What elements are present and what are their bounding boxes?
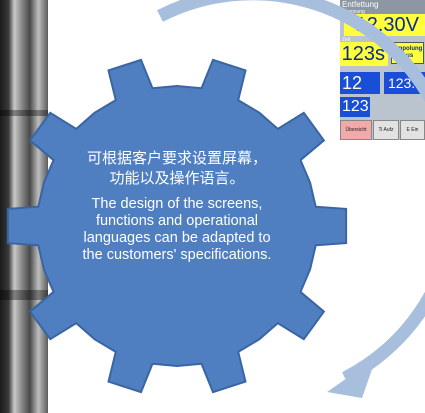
hmi-value-3: 123: [340, 97, 370, 117]
circular-arrow-icon: [157, 0, 425, 384]
caption-english: The design of the screens, functions and…: [82, 196, 272, 263]
arrow-head-icon: [327, 358, 376, 398]
hmi-time-label: Zeit: [342, 37, 351, 43]
hmi-tab-2: Ti Aufz: [373, 120, 399, 140]
hmi-value-1: 12: [340, 72, 380, 94]
gear-icon: [6, 58, 348, 394]
hmi-screen-photo: Entfettung Spannung 12.30V Zeit 123s Ump…: [340, 0, 425, 140]
caption: 可根据客户要求设置屏幕， 功能以及操作语言。 The design of the…: [82, 148, 272, 264]
caption-chinese: 可根据客户要求设置屏幕， 功能以及操作语言。: [86, 149, 267, 187]
gear-body: [6, 58, 348, 394]
hmi-tab-ubersicht: Übersicht: [340, 120, 372, 140]
